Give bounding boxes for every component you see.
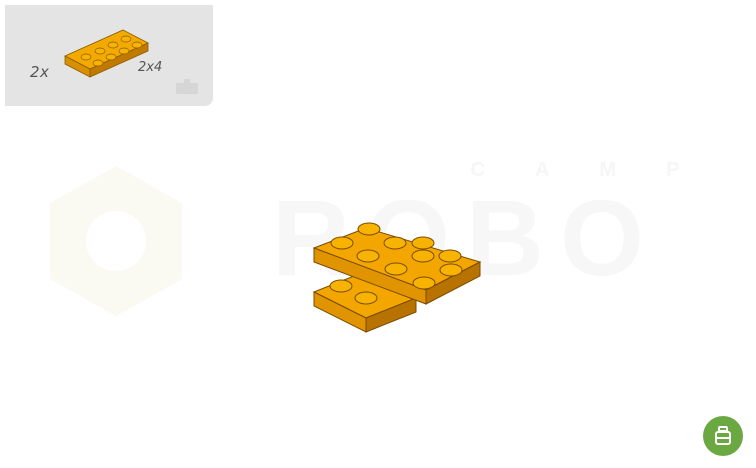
lower-plate-studs (329, 279, 378, 305)
part-size-label: 2x4 (138, 60, 163, 75)
brick-2x4-icon (64, 29, 149, 78)
brick-stack-icon (715, 426, 731, 445)
watermark-small-text: CAMP (471, 159, 730, 181)
small-brick-icon (176, 79, 198, 94)
part-quantity: 2x (30, 63, 50, 81)
upper-plate-studs (330, 222, 463, 290)
lower-plate-right (365, 297, 417, 333)
parts-list-panel: 2x 2x4 (5, 5, 213, 106)
watermark-hexagon-hole (86, 211, 146, 271)
assembly-illustration (312, 222, 482, 333)
parts-list-button[interactable] (703, 416, 743, 456)
